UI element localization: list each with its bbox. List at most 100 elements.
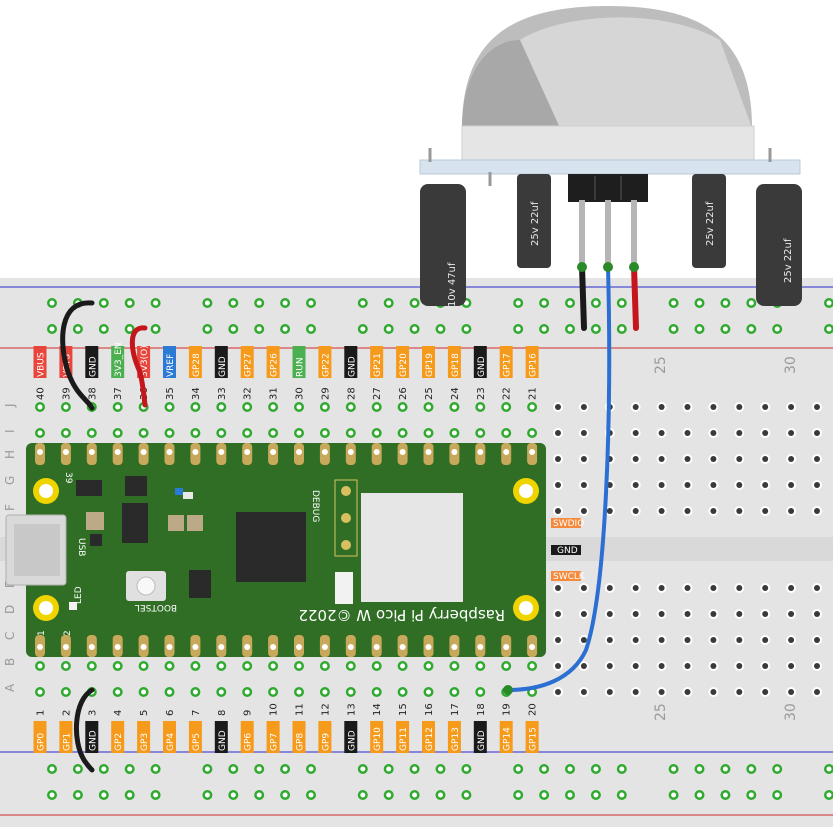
bottom-pin-label: GP4 [166,733,176,751]
rail-hole-center [722,792,728,798]
breadboard-hole-center [477,689,483,695]
bottom-pin-label-bg [473,721,487,753]
rail-hole-center [463,766,469,772]
bottom-pin-label-bg [447,721,461,753]
pin1-text: 1 [37,630,47,636]
bootsel-button[interactable] [136,576,156,596]
rail-hole-center [101,326,107,332]
breadboard-hole [658,430,665,436]
pad-top-hole [425,449,432,455]
rail-hole-center [282,300,288,306]
top-pin-number: 28 [346,387,357,400]
breadboard-hole-center [374,663,380,669]
top-pin-label-bg [473,346,487,378]
flash-chip [122,503,148,543]
breadboard-hole [762,689,769,695]
pad-top-hole [347,449,354,455]
top-pin-label-bg [525,346,539,378]
wires [60,262,639,773]
breadboard-hole [658,689,665,695]
top-pin-label-bg [396,346,410,378]
pad-top-hole [296,449,302,455]
breadboard-hole [580,585,587,591]
breadboard-hole [762,611,769,617]
usb-text: USB [76,538,86,556]
bottom-pin-label: GND [218,730,228,751]
rail-hole-center [463,300,469,306]
breadboard-hole [710,404,717,410]
breadboard-hole-center [503,663,509,669]
breadboard-holes [35,402,822,697]
breadboard-hole-center [400,689,406,695]
bottom-pin-number: 14 [372,703,383,716]
breadboard-hole [606,585,613,591]
column-labels: 25 30 25 30 [653,356,799,721]
breadboard-hole-center [192,430,198,436]
breadboard-hole [814,482,820,488]
breadboard-hole-center [451,430,457,436]
breadboard-hole-center [115,663,121,669]
wifi-module-shield [361,493,463,602]
top-pin-label: GP22 [321,353,331,377]
capacitor-22uf-c [756,184,802,306]
rail-hole-center [619,766,625,772]
breadboard-hole-center [115,430,121,436]
rail-hole-center [153,766,159,772]
top-pin-number: 33 [217,387,228,400]
component-5 [175,488,183,495]
pad-bottom-hole [140,644,147,650]
bottom-pin-label-bg [396,721,410,753]
rail-hole-center [412,300,418,306]
component-6 [183,492,193,499]
rail-hole-center [412,766,418,772]
breadboard-hole-center [270,663,276,669]
rail-hole-center [697,326,702,332]
breadboard-hole [555,585,561,591]
breadboard-hole [710,611,717,617]
rail-hole-center [153,792,159,798]
wire-black-sensor [579,263,587,331]
pad-top-hole [503,449,510,455]
bottom-pin-label: GP10 [373,727,383,751]
breadboard-hole [580,508,587,514]
debug-pin-2 [341,513,351,523]
row-label-i: I [3,429,17,433]
bottom-pin-label: GP14 [503,727,513,751]
breadboard-hole [736,585,743,591]
pico-w-board[interactable]: Raspberry Pi Pico W ©2022 BOOTSEL USB LE… [5,443,546,657]
rail-hole-center [204,766,210,772]
bottom-pin-number: 7 [191,710,202,716]
rail-hole-center [308,300,314,306]
breadboard-hole [710,508,717,514]
rail-hole-center [49,766,55,772]
breadboard-hole-center [426,430,431,436]
breadboard-hole [632,456,639,462]
breadboard-hole-center [503,430,509,436]
rail-hole-center [567,300,573,306]
breadboard-hole-center [37,430,43,436]
bottom-pin-number: 9 [243,710,254,716]
breadboard-hole [632,482,639,488]
rail-hole-center [593,792,599,798]
bottom-pin-number: 13 [346,703,357,716]
pir-motion-sensor[interactable]: 10v 47uf 25v 22uf 25v 22uf 25v 22uf [419,6,802,307]
bottom-pin-label-bg [188,721,202,753]
capacitor-22uf-b [692,174,726,268]
component-4 [125,476,147,496]
breadboard-hole [814,637,820,643]
bottom-pin-label: GP12 [425,727,435,751]
breadboard-hole [658,456,665,462]
top-pin-number: 24 [450,387,461,400]
top-pin-number: 23 [476,387,487,400]
breadboard-hole [684,689,691,695]
breadboard-hole-center [244,689,250,695]
capacitor-22uf-b-label: 25v 22uf [705,201,716,246]
rail-hole-center [593,766,599,772]
bottom-pin-label: GP2 [114,733,124,751]
top-pin-labels: VBUS40VSYS39GND383V3_EN373V3(O)36VREF35G… [33,342,539,400]
breadboard-hole-center [400,404,406,410]
breadboard-hole [580,611,587,617]
rail-hole-center [360,792,366,798]
rail-hole-center [748,326,754,332]
